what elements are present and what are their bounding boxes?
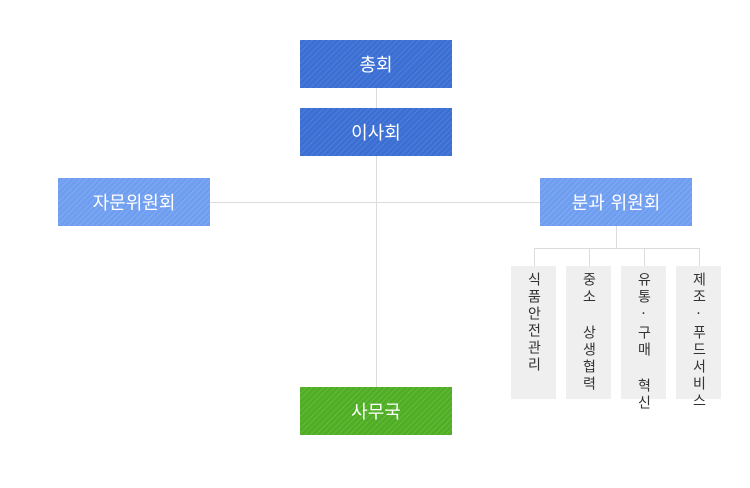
subcommittee-item-food-safety: 식품안전관리 (511, 266, 556, 399)
connector-sub-2 (589, 248, 590, 266)
node-subcommittee: 분과 위원회 (540, 178, 692, 226)
node-general-assembly-label: 총회 (359, 55, 393, 76)
node-advisory-committee: 자문위원회 (58, 178, 210, 226)
connector-subcommittee-drop (616, 226, 617, 248)
node-board: 이사회 (300, 108, 452, 156)
node-general-assembly: 총회 (300, 40, 452, 88)
connector-sub-3 (644, 248, 645, 266)
connector-vertical-main (376, 88, 377, 388)
node-advisory-committee-label: 자문위원회 (92, 193, 176, 214)
subcommittee-item-label: 중소 상생협력 (580, 272, 597, 393)
subcommittee-item-manufacturing: 제조·푸드서비스 (676, 266, 721, 410)
node-board-label: 이사회 (351, 123, 401, 144)
node-subcommittee-label: 분과 위원회 (571, 193, 661, 214)
subcommittee-item-label: 제조·푸드서비스 (690, 272, 707, 410)
connector-horizontal-main (210, 202, 540, 203)
connector-sub-4 (699, 248, 700, 266)
subcommittee-item-label: 식품안전관리 (525, 272, 542, 374)
node-secretariat: 사무국 (300, 387, 452, 435)
subcommittee-item-sme-cooperation: 중소 상생협력 (566, 266, 611, 399)
connector-subcommittee-branch (534, 248, 699, 249)
subcommittee-item-label: 유통·구매 혁신 (635, 272, 652, 412)
node-secretariat-label: 사무국 (351, 402, 401, 423)
connector-sub-1 (534, 248, 535, 266)
subcommittee-item-distribution: 유통·구매 혁신 (621, 266, 666, 412)
